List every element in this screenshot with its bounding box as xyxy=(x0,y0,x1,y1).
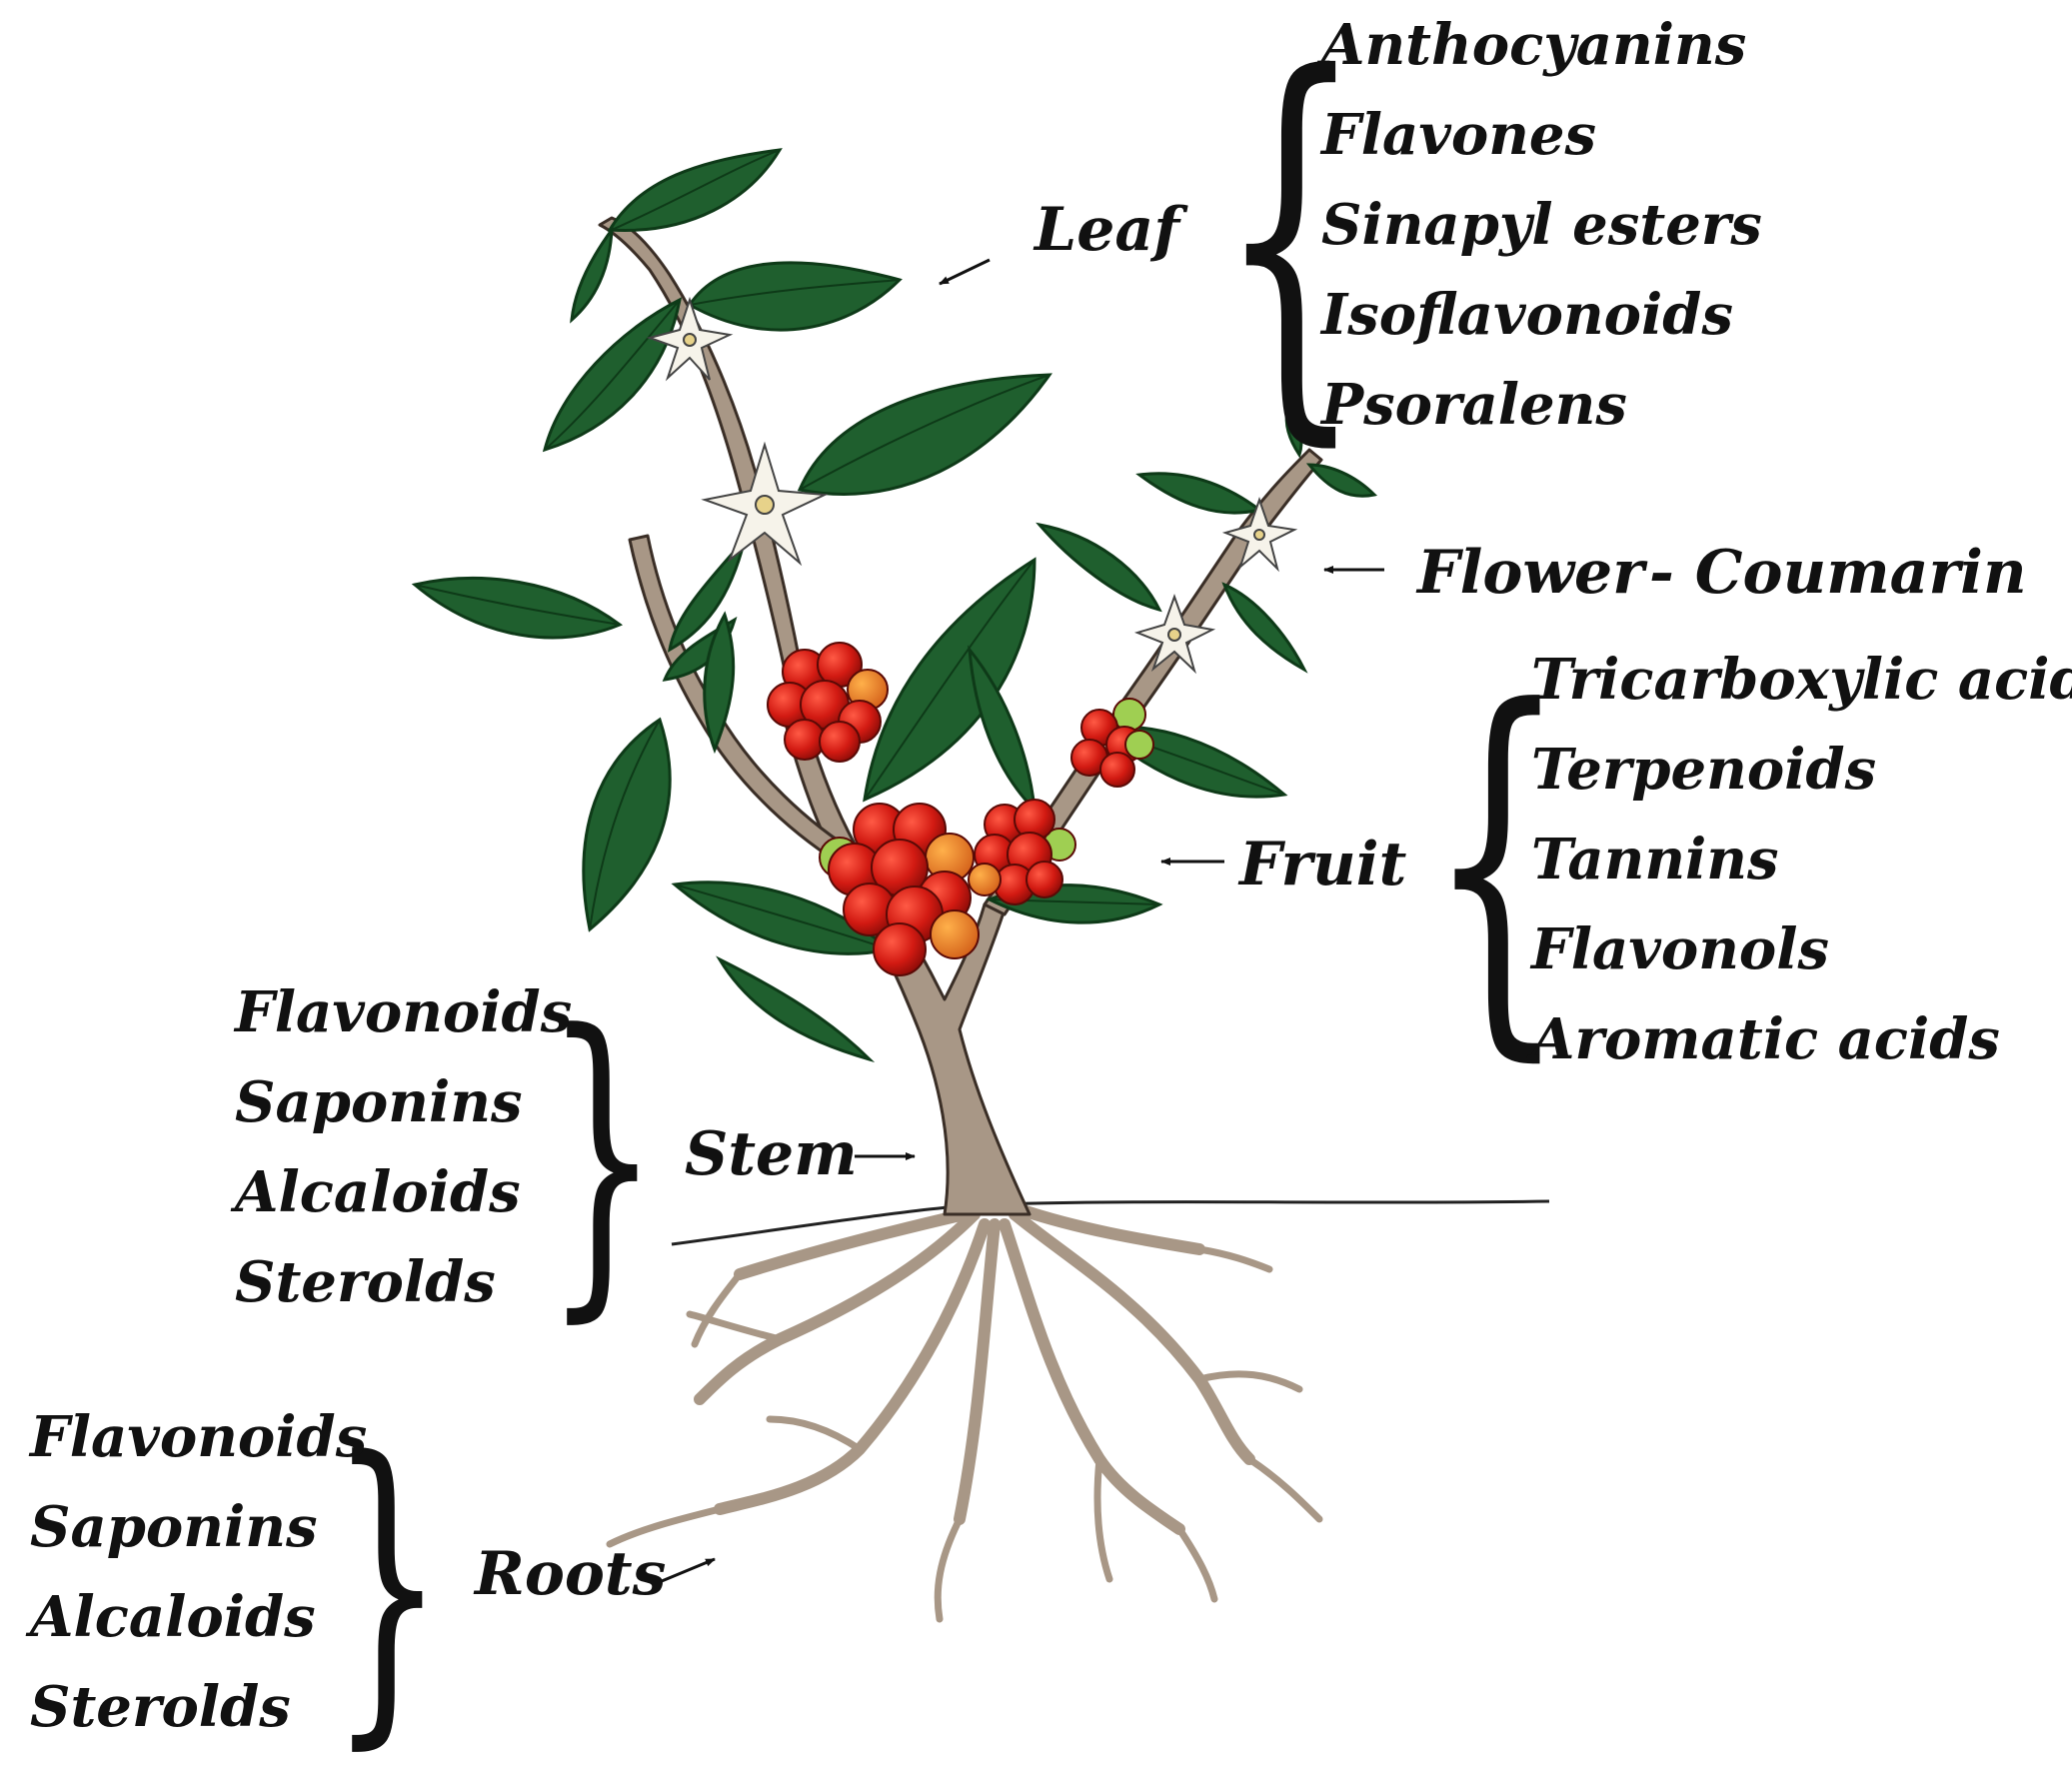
leaves xyxy=(411,148,1378,1063)
fruit-compound: Flavonols xyxy=(1531,916,1830,982)
leaf-compound: Sinapyl esters xyxy=(1321,192,1762,258)
flower-compound: - Coumarin xyxy=(1649,538,2027,608)
stem-compound: Flavonoids xyxy=(235,979,573,1045)
leaf-compound: Psoralens xyxy=(1321,372,1627,438)
stem-label: Stem xyxy=(685,1119,858,1189)
stem-compound: Alcaloids xyxy=(235,1159,521,1225)
berry-clusters xyxy=(767,642,1154,976)
roots-compound: Sterolds xyxy=(30,1674,291,1740)
leaf-arrow xyxy=(939,258,991,286)
leaf-compound: Isoflavonoids xyxy=(1321,282,1733,348)
flowers xyxy=(646,296,1298,675)
stem-compound: Sterolds xyxy=(235,1249,496,1315)
roots-compound: Flavonoids xyxy=(30,1404,368,1470)
roots-arrow xyxy=(661,1557,716,1583)
fruit-brace: { xyxy=(1427,629,1567,1093)
fruit-compound: Terpenoids xyxy=(1531,737,1877,803)
ground-line xyxy=(671,1199,1550,1246)
roots-system xyxy=(606,1203,1323,1623)
flower-label: Flower xyxy=(1417,538,1644,608)
fruit-compound: Tricarboxylic acid xyxy=(1531,647,2072,713)
leaf-brace: { xyxy=(1217,0,1364,480)
roots-compound: Saponins xyxy=(30,1494,318,1560)
fruit-compound: Aromatic acids xyxy=(1531,1006,2000,1072)
fruit-label: Fruit xyxy=(1239,830,1407,899)
fruit-compound: Tannins xyxy=(1531,827,1779,892)
leaf-compound: Flavones xyxy=(1321,102,1597,168)
leaf-label: Leaf xyxy=(1035,195,1180,265)
roots-label: Roots xyxy=(475,1539,667,1609)
roots-compound: Alcaloids xyxy=(30,1584,316,1650)
stem-compound: Saponins xyxy=(235,1069,523,1135)
pointer-arrows xyxy=(661,258,1384,1583)
leaf-compound: Anthocyanins xyxy=(1321,12,1747,78)
